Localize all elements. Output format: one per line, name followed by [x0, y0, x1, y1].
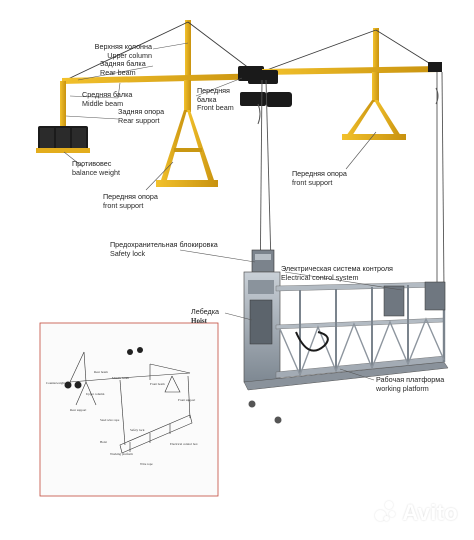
main-beam-right	[262, 66, 440, 75]
label-ru: Предохранительная блокировка	[110, 240, 218, 249]
label-ru: Средняя балка	[82, 90, 133, 99]
label-ru: Лебедка	[191, 307, 220, 316]
label-ru: Противовес	[72, 159, 112, 168]
right-suspension-frame	[240, 28, 442, 140]
label-middle-beam: Средняя балка Middle beam	[82, 90, 133, 108]
front-support-base	[156, 180, 218, 187]
label-ru: Задняя балка	[100, 59, 146, 68]
front-beam-weight	[266, 92, 292, 107]
inset-label: Upper column	[86, 392, 105, 396]
label-en: Safety lock	[110, 248, 146, 258]
label-front-support-left: Передняя опора front support	[103, 192, 158, 210]
label-en: front support	[292, 177, 333, 187]
label-ru: Передняя опора	[292, 169, 347, 178]
label-ru: Передняя балка	[197, 86, 230, 104]
watermark-text: Avito	[402, 500, 458, 525]
inset-label: Middle beam	[112, 376, 129, 380]
label-front-beam: Передняя балка Front beam	[197, 86, 241, 113]
label-balance-weight: Противовес balance weight	[72, 159, 120, 177]
inset-label: Safety lock	[130, 428, 145, 432]
label-en: Middle beam	[82, 98, 124, 108]
label-en: balance weight	[72, 167, 120, 177]
inset-label: Front support	[178, 398, 196, 402]
label-front-support-right: Передняя опора front support	[292, 169, 347, 187]
label-en: Rear beam	[100, 67, 136, 77]
label-en: Front beam	[197, 103, 234, 113]
label-en: Electrical control system	[281, 272, 359, 282]
front-support-base-right	[342, 134, 406, 140]
label-rear-beam: Задняя балка Rear beam	[100, 59, 146, 77]
label-en: Upper column	[107, 50, 152, 60]
label-en: working platform	[376, 383, 429, 393]
safety-lock-device	[251, 249, 275, 273]
avito-logo-icon	[375, 501, 399, 525]
electrical-control-box	[383, 285, 405, 317]
upper-column	[185, 20, 191, 96]
inset-label: Electrical control box	[170, 442, 198, 446]
label-ru: Верхняя колонна	[94, 42, 152, 51]
label-ru: Передняя опора	[103, 192, 158, 201]
inset-technical-drawing	[39, 322, 219, 497]
inset-label: Working platform	[110, 452, 133, 456]
inset-label: Counterweight	[46, 381, 65, 385]
working-platform	[243, 249, 449, 424]
inset-label: Steel wire rope	[100, 418, 120, 422]
label-hoist: Лебедка Hoist	[191, 307, 220, 325]
hoist-motor	[249, 299, 273, 345]
label-ru: Электрическая система контроля	[281, 264, 393, 273]
inset-label: Rear support	[70, 408, 87, 412]
leader-lines	[63, 42, 403, 381]
label-working-platform: Рабочая платформа working platform	[376, 375, 445, 393]
inset-label: Hoist	[100, 440, 107, 444]
avito-watermark: Avito	[375, 500, 458, 526]
label-ru: Задняя опора	[118, 107, 165, 116]
label-safety-lock: Предохранительная блокировка Safety lock	[110, 240, 218, 258]
rear-support-leg	[60, 81, 66, 129]
label-en: Hoist	[191, 316, 207, 325]
inset-label: Wire rope	[140, 462, 153, 466]
label-electrical-control: Электрическая система контроля Electrica…	[281, 264, 393, 282]
inset-label: Front beam	[150, 382, 165, 386]
power-cable	[295, 331, 329, 352]
label-en: Rear support	[118, 115, 160, 125]
inset-label: Rear beam	[94, 370, 108, 374]
label-en: front support	[103, 200, 144, 210]
front-support-post	[184, 80, 191, 112]
upper-column-right	[373, 28, 379, 94]
left-tie-rod-rear	[67, 21, 189, 80]
main-beam	[62, 73, 270, 84]
label-upper-column: Верхняя колонна Upper column	[72, 42, 152, 60]
label-ru: Рабочая платформа	[376, 375, 445, 384]
label-rear-support: Задняя опора Rear support	[118, 107, 165, 125]
